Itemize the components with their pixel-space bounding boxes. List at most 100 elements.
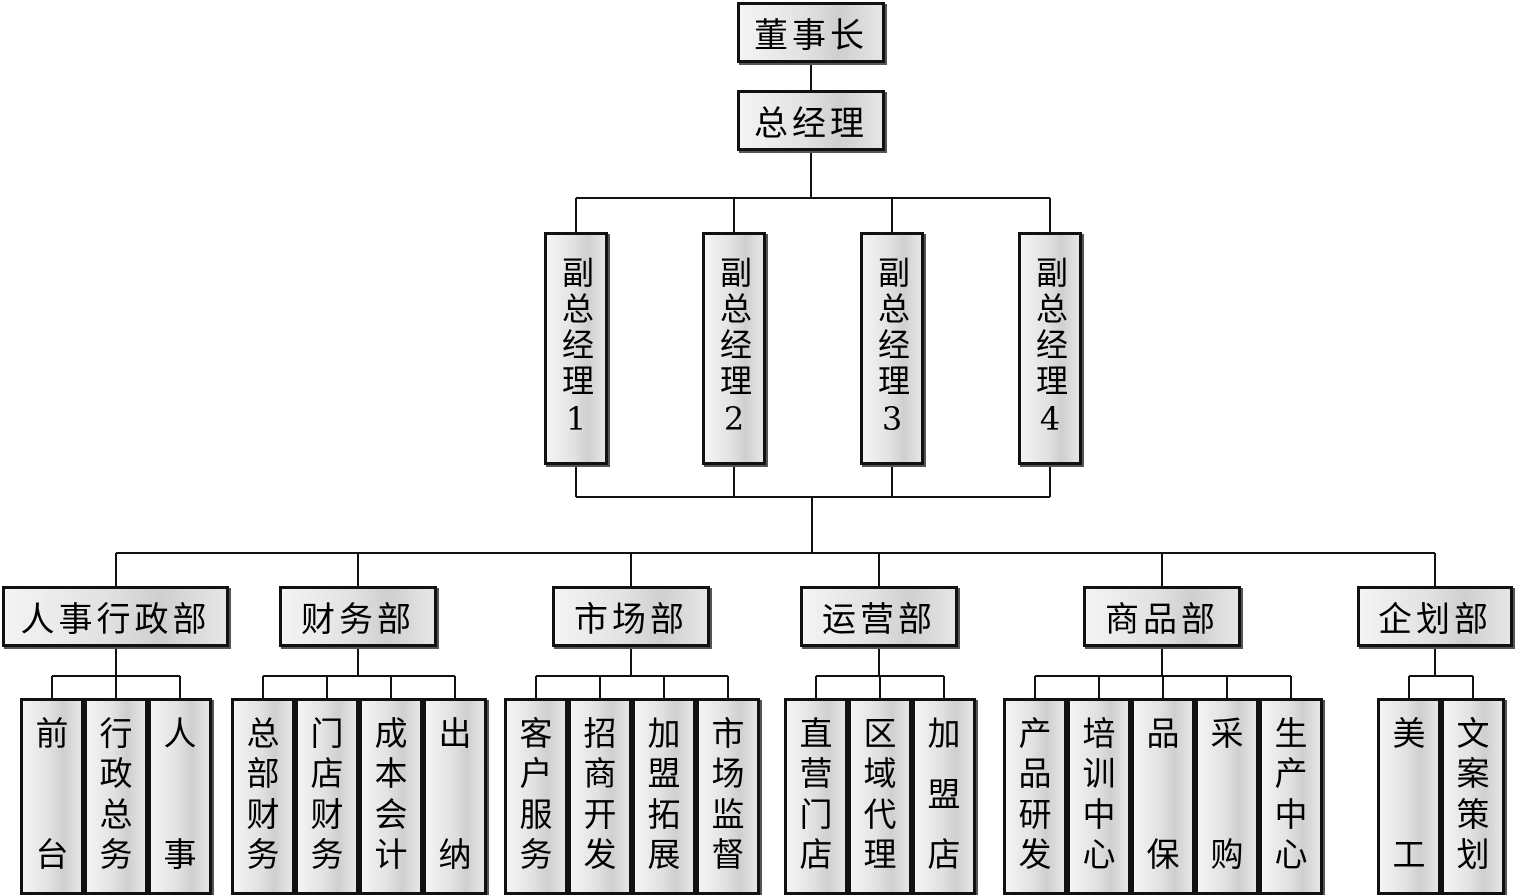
- sub-unit-char: 店: [310, 754, 344, 794]
- sub-unit-char: 部: [246, 754, 280, 794]
- department-label: 人事行政部: [20, 600, 211, 640]
- sub-unit-char: 店: [927, 835, 961, 874]
- sub-unit-char: 店: [799, 834, 833, 874]
- sub-unit-char: 加: [647, 714, 681, 753]
- sub-unit-box: 产品研发: [1003, 698, 1067, 895]
- sub-unit-char: 培: [1082, 714, 1116, 753]
- sub-unit-box: 美工: [1377, 698, 1441, 895]
- sub-unit-char: 心: [1274, 834, 1308, 874]
- vice-manager-label: 副总经理4: [1031, 255, 1069, 442]
- sub-unit-char: 市: [711, 714, 745, 753]
- sub-unit-char: 拓: [647, 794, 681, 834]
- sub-unit-char: 中: [1274, 794, 1308, 834]
- sub-unit-char: 商: [583, 754, 617, 794]
- department-label: 市场部: [574, 600, 688, 640]
- sub-unit-box: 培训中心: [1067, 698, 1131, 895]
- sub-unit-box: 客户服务: [504, 698, 568, 895]
- sub-unit-char: 盟: [927, 774, 961, 814]
- sub-unit-char: 政: [99, 754, 133, 794]
- sub-unit-char: 财: [310, 794, 344, 834]
- sub-unit-box: 总部财务: [231, 698, 295, 895]
- vice-manager-label: 副总经理3: [873, 255, 911, 442]
- sub-unit-char: 保: [1146, 835, 1180, 874]
- sub-unit-box: 招商开发: [568, 698, 632, 895]
- sub-unit-char: 区: [863, 714, 897, 753]
- sub-unit-char: 招: [583, 714, 617, 753]
- vice-manager-box: 副总经理3: [860, 232, 924, 465]
- vice-manager-label: 副总经理2: [715, 255, 753, 442]
- sub-unit-char: 会: [374, 794, 408, 834]
- sub-unit-char: 域: [863, 754, 897, 794]
- sub-unit-char: 督: [711, 834, 745, 874]
- sub-unit-char: 本: [374, 754, 408, 794]
- sub-unit-box: 采购: [1195, 698, 1259, 895]
- sub-unit-box: 成本会计: [359, 698, 423, 895]
- sub-unit-char: 美: [1392, 714, 1426, 753]
- sub-unit-box: 市场监督: [696, 698, 760, 895]
- sub-unit-char: 台: [35, 835, 69, 874]
- sub-unit-char: 产: [1018, 714, 1052, 753]
- sub-unit-char: 研: [1018, 794, 1052, 834]
- sub-unit-char: 总: [246, 714, 280, 753]
- sub-unit-char: 加: [927, 714, 961, 753]
- sub-unit-char: 前: [35, 714, 69, 753]
- sub-unit-box: 门店财务: [295, 698, 359, 895]
- sub-unit-box: 出纳: [423, 698, 487, 895]
- sub-unit-char: 财: [246, 794, 280, 834]
- sub-unit-char: 务: [310, 834, 344, 874]
- sub-unit-box: 行政总务: [84, 698, 148, 895]
- sub-unit-box: 区域代理: [848, 698, 912, 895]
- sub-unit-char: 客: [519, 714, 553, 753]
- department-box: 企划部: [1357, 586, 1513, 647]
- sub-unit-char: 户: [519, 754, 553, 794]
- general-manager-box: 总经理: [737, 90, 885, 151]
- sub-unit-char: 购: [1210, 835, 1244, 874]
- sub-unit-char: 品: [1146, 714, 1180, 753]
- sub-unit-box: 人事: [148, 698, 212, 895]
- sub-unit-char: 心: [1082, 834, 1116, 874]
- sub-unit-char: 务: [246, 834, 280, 874]
- department-label: 财务部: [301, 600, 415, 640]
- sub-unit-char: 门: [310, 714, 344, 753]
- department-box: 运营部: [800, 586, 958, 647]
- sub-unit-char: 发: [1018, 834, 1052, 874]
- sub-unit-char: 开: [583, 794, 617, 834]
- chairman-box: 董事长: [737, 2, 885, 63]
- sub-unit-char: 监: [711, 794, 745, 834]
- sub-unit-char: 代: [863, 794, 897, 834]
- sub-unit-char: 服: [519, 794, 553, 834]
- sub-unit-char: 场: [711, 754, 745, 794]
- department-label: 商品部: [1105, 600, 1219, 640]
- sub-unit-char: 产: [1274, 754, 1308, 794]
- sub-unit-char: 务: [99, 834, 133, 874]
- sub-unit-char: 出: [438, 714, 472, 753]
- sub-unit-char: 文: [1456, 714, 1490, 753]
- sub-unit-char: 工: [1392, 835, 1426, 874]
- sub-unit-char: 案: [1456, 754, 1490, 794]
- department-box: 商品部: [1083, 586, 1241, 647]
- sub-unit-char: 策: [1456, 794, 1490, 834]
- sub-unit-char: 总: [99, 794, 133, 834]
- sub-unit-box: 直营门店: [784, 698, 848, 895]
- sub-unit-box: 生产中心: [1259, 698, 1323, 895]
- vice-manager-label: 副总经理1: [557, 255, 595, 442]
- sub-unit-char: 人: [163, 714, 197, 753]
- sub-unit-char: 营: [799, 754, 833, 794]
- sub-unit-box: 前台: [20, 698, 84, 895]
- sub-unit-char: 盟: [647, 754, 681, 794]
- department-box: 市场部: [552, 586, 710, 647]
- sub-unit-char: 品: [1018, 754, 1052, 794]
- chairman-label: 董事长: [754, 16, 868, 56]
- sub-unit-char: 发: [583, 834, 617, 874]
- sub-unit-char: 门: [799, 794, 833, 834]
- sub-unit-char: 训: [1082, 754, 1116, 794]
- sub-unit-char: 直: [799, 714, 833, 753]
- sub-unit-char: 计: [374, 834, 408, 874]
- sub-unit-char: 理: [863, 834, 897, 874]
- sub-unit-char: 展: [647, 834, 681, 874]
- sub-unit-box: 加盟店: [912, 698, 976, 895]
- sub-unit-box: 文案策划: [1441, 698, 1505, 895]
- sub-unit-char: 纳: [438, 835, 472, 874]
